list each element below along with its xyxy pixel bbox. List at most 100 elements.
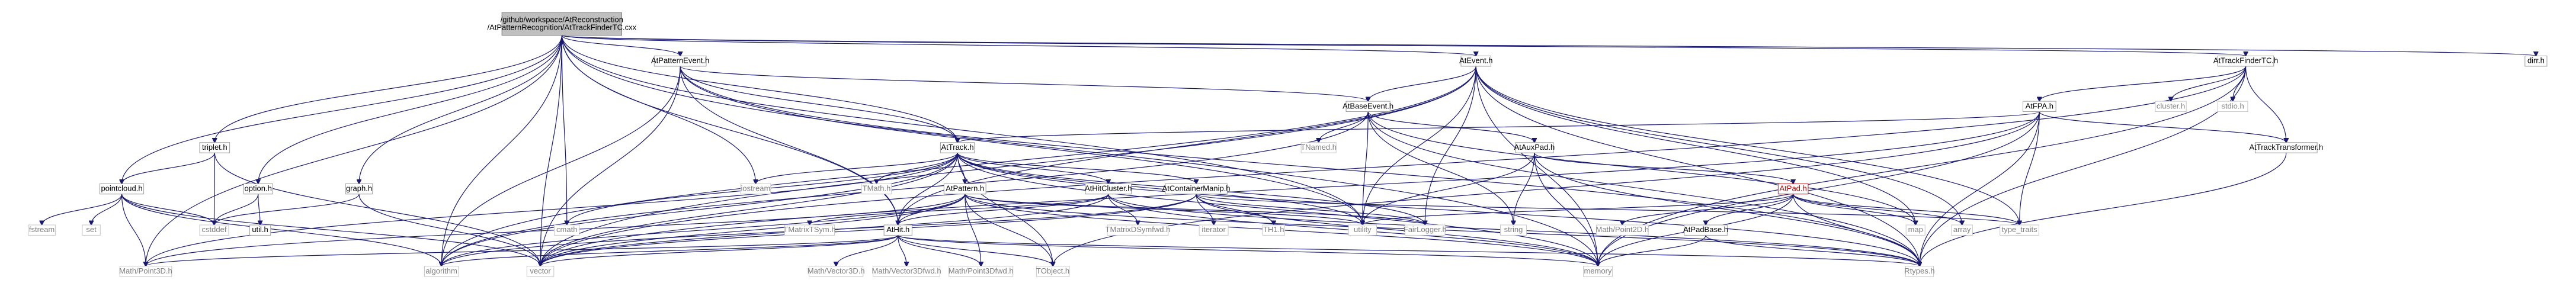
edge-atevent-to-algorithm	[441, 66, 1476, 266]
node-box	[1199, 224, 1229, 236]
node-ataux[interactable]: AtAuxPad.h	[1514, 142, 1555, 153]
node-graph[interactable]: graph.h	[345, 183, 373, 195]
node-box	[1348, 224, 1377, 236]
edge-atbaseevent-to-ataux	[1367, 111, 1534, 143]
node-label: AtTrackFinderTC.h	[2213, 56, 2278, 65]
node-box	[653, 56, 707, 67]
edge-atpatternevent-to-athit	[680, 66, 898, 225]
edge-root-to-triplet	[214, 35, 562, 143]
node-pointcloud[interactable]: pointcloud.h	[99, 183, 145, 195]
node-tmatrixtsym: TMatrixTSym.h	[783, 224, 836, 236]
node-atfpa[interactable]: AtFPA.h	[2022, 101, 2056, 112]
node-box	[1345, 101, 1390, 112]
node-rtypes: Rtypes.h	[1904, 266, 1935, 277]
edge-athit-to-math_vector3dfwd	[898, 235, 906, 266]
node-box	[2255, 142, 2318, 153]
node-array: array	[1951, 224, 1973, 236]
node-option[interactable]: option.h	[243, 183, 273, 195]
node-triplet[interactable]: triplet.h	[199, 142, 230, 153]
node-box	[1583, 266, 1613, 277]
node-box	[1085, 183, 1132, 195]
edge-pointcloud-to-cstddef	[121, 194, 214, 225]
edge-athit-to-memory	[898, 234, 1598, 266]
edge-root-to-atevent	[561, 35, 1476, 56]
node-box	[554, 224, 580, 236]
edge-atbaseevent-to-utility	[1363, 111, 1369, 225]
node-atevent[interactable]: AtEvent.h	[1459, 56, 1492, 67]
edge-atpattern-to-utility	[965, 194, 1363, 225]
node-label: TMath.h	[863, 184, 891, 193]
node-box	[526, 266, 555, 277]
node-box	[249, 224, 271, 236]
edge-root-to-attrackfindertch	[561, 35, 2245, 56]
node-box	[861, 183, 892, 195]
node-label: Math/Point3Dfwd.h	[949, 266, 1014, 275]
node-box	[740, 183, 771, 195]
node-utilh[interactable]: util.h	[249, 224, 271, 236]
node-athit[interactable]: AtHit.h	[883, 224, 912, 236]
node-label: array	[1953, 225, 1971, 234]
node-box	[2217, 56, 2274, 67]
node-atpad[interactable]: AtPad.h	[1777, 183, 1809, 195]
edge-attrackfindertch-to-attracktransformer	[2245, 66, 2286, 143]
edge-root-to-algorithm	[441, 35, 562, 266]
node-box	[2217, 101, 2248, 112]
node-label: AtPattern.h	[946, 184, 984, 193]
node-attracktransformer[interactable]: AtTrackTransformer.h	[2249, 142, 2323, 153]
node-label: TObject.h	[1036, 266, 1069, 275]
edges-layer	[42, 35, 2536, 266]
node-type_traits: type_traits	[2000, 224, 2039, 236]
node-athitcluster[interactable]: AtHitCluster.h	[1085, 183, 1132, 195]
edge-atcontainermanip-to-iterator	[1196, 194, 1214, 225]
node-atpatternevent[interactable]: AtPatternEvent.h	[651, 56, 709, 67]
node-attrackfindertch[interactable]: AtTrackFinderTC.h	[2213, 56, 2278, 67]
edge-attrack-to-algorithm	[441, 153, 958, 266]
node-label: set	[86, 225, 97, 234]
node-box	[1777, 183, 1809, 195]
node-label: AtPad.h	[1780, 184, 1807, 193]
node-label: AtFPA.h	[2026, 101, 2053, 110]
node-label: AtTrackTransformer.h	[2249, 143, 2323, 152]
edge-atcontainermanip-to-memory	[1196, 194, 1598, 266]
node-box	[424, 266, 459, 277]
edge-root-to-attrack	[561, 35, 957, 143]
node-atpadbase[interactable]: AtPadBase.h	[1683, 224, 1728, 236]
edge-athit-to-rtypes	[898, 234, 1920, 266]
node-dirr[interactable]: dirr.h	[2524, 56, 2548, 67]
node-box	[883, 224, 912, 236]
node-box	[1905, 266, 1934, 277]
node-atpattern[interactable]: AtPattern.h	[943, 183, 986, 195]
node-label: util.h	[252, 225, 268, 234]
edge-attrack-to-rtypes	[957, 153, 1920, 266]
edge-attrackfindertch-to-rtypes	[1920, 66, 2247, 266]
node-label: AtPatternEvent.h	[651, 56, 709, 65]
node-map: map	[1905, 224, 1925, 236]
edge-attrack-to-math_point3d	[146, 153, 958, 266]
edge-atpatternevent-to-algorithm	[441, 66, 681, 266]
edge-atpadbase-to-rtypes	[1705, 235, 1920, 266]
edge-option-to-cstddef	[214, 194, 259, 225]
edge-atfpa-to-type_traits	[2020, 111, 2040, 225]
node-th1: TH1.h	[1262, 224, 1285, 236]
node-cstddef: cstddef	[199, 224, 229, 236]
node-label: TMatrixDSymfwd.h	[1106, 225, 1171, 234]
edge-athitcluster-to-athit	[898, 194, 1109, 225]
node-tmath: TMath.h	[861, 183, 892, 195]
edge-athit-to-math_point3d	[146, 234, 899, 266]
edge-atevent-to-memory	[1475, 66, 1598, 266]
edge-root-to-atpatternevent	[561, 35, 680, 56]
edge-attrack-to-athitcluster	[957, 152, 1108, 184]
edge-atfpa-to-vector	[540, 111, 2040, 266]
node-clusterh: cluster.h	[2155, 101, 2187, 112]
node-box	[1500, 224, 1527, 236]
edge-atpattern-to-fairlogger	[965, 194, 1425, 225]
node-atcontainermanip[interactable]: AtContainerManip.h	[1162, 183, 1231, 195]
node-label: algorithm	[425, 266, 457, 275]
node-atbaseevent[interactable]: AtBaseEvent.h	[1343, 101, 1393, 112]
edge-atpad-to-array	[1793, 194, 1962, 225]
edge-athit-to-math_point3dfwd	[898, 235, 981, 266]
edge-atpattern-to-tobject	[965, 194, 1053, 266]
edge-attrack-to-iostream	[755, 152, 958, 184]
node-attrack[interactable]: AtTrack.h	[940, 142, 975, 153]
